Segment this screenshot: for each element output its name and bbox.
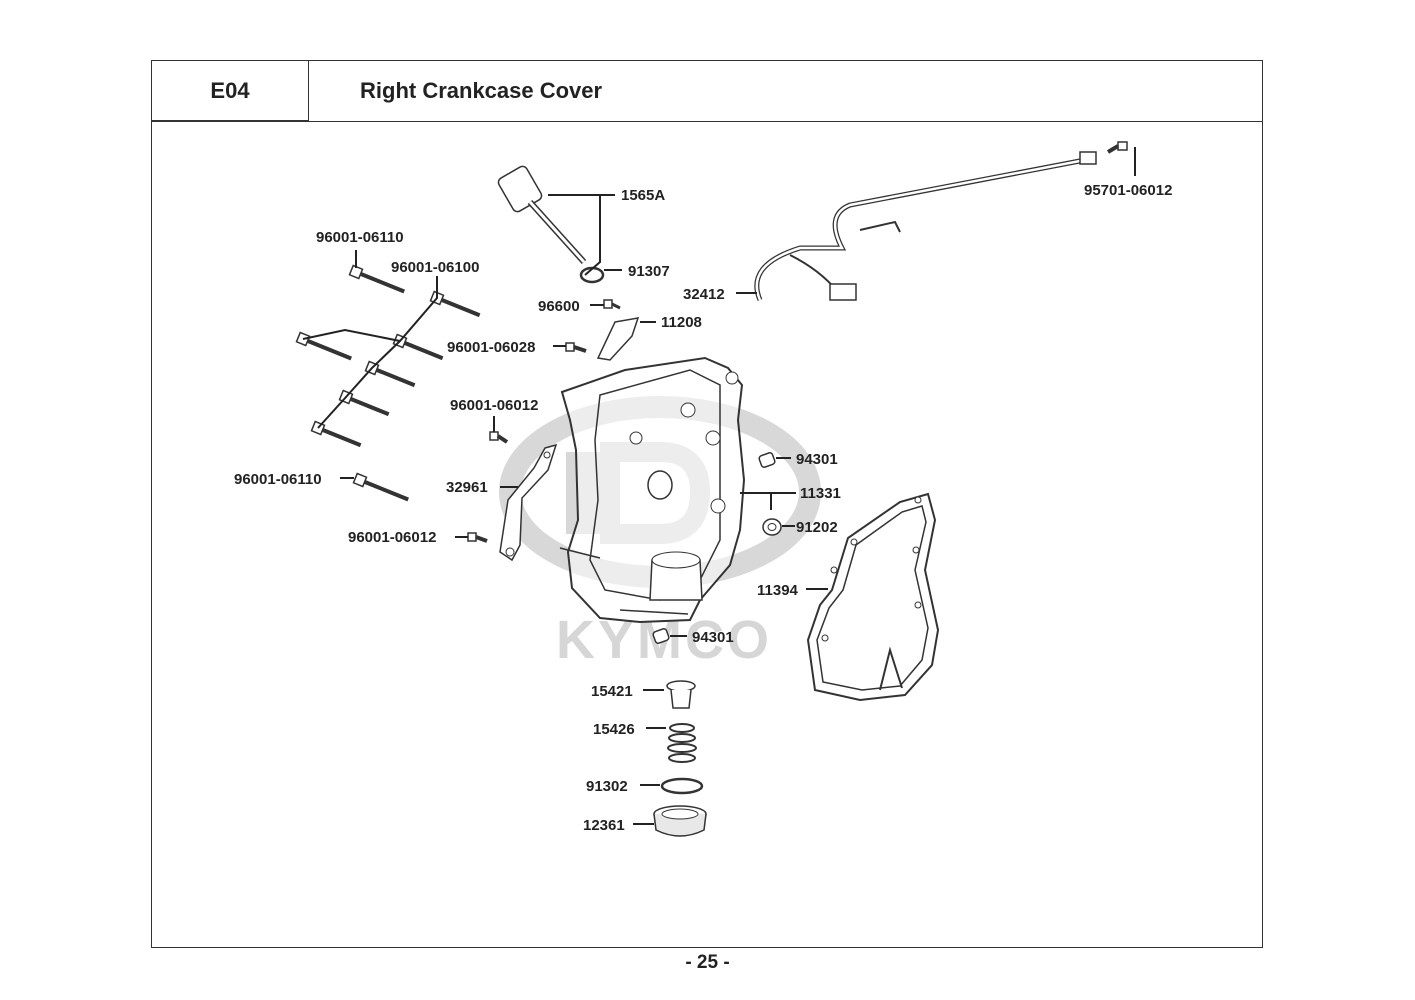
title-cell-border [308, 60, 1263, 121]
oil-dipstick-part [497, 165, 605, 284]
part-label-1565A: 1565A [621, 187, 665, 204]
bolt-95701-06012 [1106, 141, 1128, 154]
bolt-96001-06012-upper [489, 431, 509, 444]
oil-strainer-screen-15421 [666, 680, 696, 709]
gasket-11394 [806, 492, 940, 702]
section-code: E04 [151, 60, 309, 121]
drain-cap-12361 [653, 805, 707, 837]
part-label-91302: 91302 [586, 778, 628, 795]
dowel-pin-94301-lower [652, 628, 670, 644]
part-label-96001-06100: 96001-06100 [391, 259, 479, 276]
part-label-15426: 15426 [593, 721, 635, 738]
part-label-94301-upper: 94301 [796, 451, 838, 468]
part-label-91202: 91202 [796, 519, 838, 536]
part-label-94301-lower: 94301 [692, 629, 734, 646]
part-label-32961: 32961 [446, 479, 488, 496]
part-label-96001-06110-top: 96001-06110 [316, 229, 404, 246]
part-label-96600: 96600 [538, 298, 580, 315]
dowel-pin-94301-upper [758, 452, 776, 468]
part-label-96001-06028: 96001-06028 [447, 339, 535, 356]
bolt-set-left [295, 264, 481, 502]
bolt-96001-06028 [565, 342, 587, 353]
bolt-96001-06012-lower [467, 532, 488, 543]
bracket-11208 [596, 317, 640, 361]
o-ring-91302 [660, 777, 704, 795]
page-title: Right Crankcase Cover [360, 77, 603, 103]
part-label-96001-06012-upper: 96001-06012 [450, 397, 538, 414]
part-label-11331: 11331 [800, 485, 841, 502]
part-label-96001-06012-lower: 96001-06012 [348, 529, 436, 546]
page-number: - 25 - [685, 952, 730, 973]
part-label-95701-06012: 95701-06012 [1084, 182, 1172, 199]
part-label-11394: 11394 [757, 582, 799, 599]
part-label-91307: 91307 [628, 263, 670, 280]
bolt-96600 [603, 299, 621, 310]
part-label-11208: 11208 [661, 314, 702, 331]
diagram-frame [151, 121, 1263, 948]
part-label-32412: 32412 [683, 286, 725, 303]
washer-91202 [762, 518, 782, 536]
plate-32961 [499, 443, 558, 562]
crankcase-cover-body [559, 356, 746, 624]
part-label-15421: 15421 [591, 683, 633, 700]
part-label-12361: 12361 [583, 817, 625, 834]
cable-32412 [754, 151, 1097, 301]
spring-15426 [667, 723, 697, 763]
part-label-96001-06110-bottom: 96001-06110 [234, 471, 322, 488]
